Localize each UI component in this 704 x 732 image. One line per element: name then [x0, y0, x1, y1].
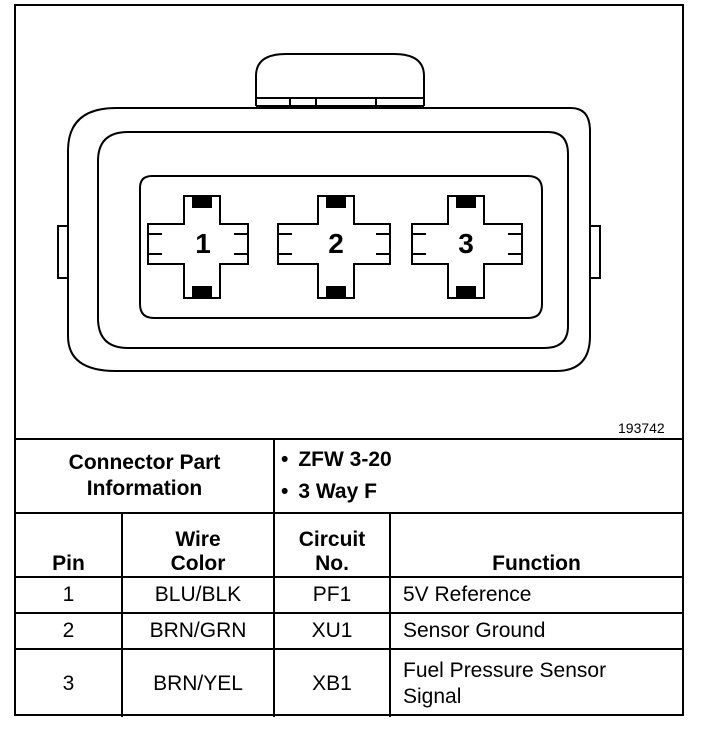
figure-number: 193742	[618, 420, 665, 436]
pin-cavity	[139, 175, 543, 319]
table-row: 1 BLU/BLK PF1 5V Reference	[16, 576, 683, 614]
table-row: 2 BRN/GRN XU1 Sensor Ground	[16, 612, 683, 650]
pin-label-2: 2	[328, 228, 344, 259]
header-circuit-no: Circuit No.	[273, 512, 391, 578]
function-cell: 5V Reference	[388, 576, 683, 614]
inner-housing	[97, 131, 569, 349]
pin-cell: 2	[16, 612, 123, 650]
connector-part-list: ZFW 3-20 3 Way F	[272, 438, 683, 514]
connector-part-label: Connector Part Information	[16, 438, 275, 514]
wire-color-cell: BRN/GRN	[121, 612, 275, 650]
circuit-cell: PF1	[273, 576, 391, 614]
table-row: 3 BRN/YEL XB1 Fuel Pressure Sensor Signa…	[16, 648, 683, 717]
header-wire-color: Wire Color	[121, 512, 275, 578]
pin-1-terminal	[147, 195, 249, 299]
connector-face-svg: 1 2 3	[57, 53, 601, 372]
header-pin: Pin	[16, 512, 123, 578]
pin-cell: 1	[16, 576, 123, 614]
connector-drawing: 1 2 3 193742	[16, 6, 682, 438]
connector-info-table: Connector Part Information ZFW 3-20 3 Wa…	[16, 438, 683, 717]
function-cell: Fuel Pressure Sensor Signal	[388, 648, 683, 717]
latch-tab	[255, 53, 425, 106]
pin-label-3: 3	[458, 228, 474, 259]
header-function: Function	[388, 512, 683, 578]
pin-cell: 3	[16, 648, 123, 717]
connector-part-row: Connector Part Information ZFW 3-20 3 Wa…	[16, 438, 683, 514]
table-header-row: Pin Wire Color Circuit No. Function	[16, 512, 683, 578]
pin-3-terminal	[411, 195, 523, 299]
connector-part-item: 3 Way F	[281, 476, 676, 508]
diagram-frame: 1 2 3 193742 Connector Part Information …	[14, 4, 684, 717]
circuit-cell: XB1	[273, 648, 391, 717]
wire-color-cell: BLU/BLK	[121, 576, 275, 614]
connector-part-item: ZFW 3-20	[281, 444, 676, 476]
pin-2-terminal	[277, 195, 391, 299]
function-cell: Sensor Ground	[388, 612, 683, 650]
circuit-cell: XU1	[273, 612, 391, 650]
wire-color-cell: BRN/YEL	[121, 648, 275, 717]
pin-label-1: 1	[195, 228, 211, 259]
